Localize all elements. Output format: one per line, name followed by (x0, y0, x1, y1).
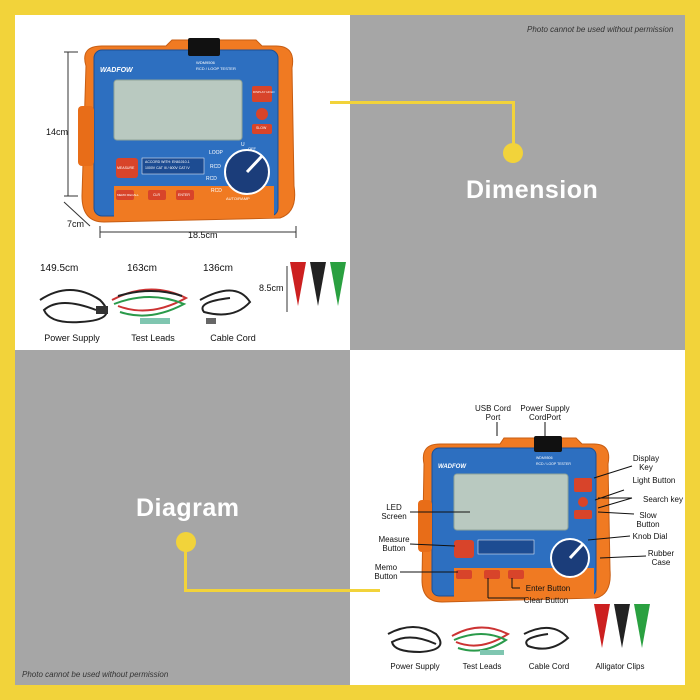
diagram-title-panel (15, 350, 350, 685)
callout-enter-button: Enter Button (525, 584, 571, 593)
alligator-clips-image (290, 262, 346, 306)
model-label-diagram: WDM9506 (536, 456, 553, 460)
callout-search-key: Search key (642, 495, 684, 504)
power-supply-image (39, 289, 108, 324)
enter-button-label: ENTER (178, 193, 190, 197)
callout-led-screen: LED Screen (381, 503, 407, 521)
cable-cord-length: 136cm (203, 263, 234, 274)
diagram-title: Diagram (136, 494, 240, 522)
callout-power-port: Power Supply CordPort (520, 404, 570, 422)
display-button-label: DISPLAY HOLD (253, 90, 275, 94)
dimension-title: Dimension (466, 176, 599, 204)
accord-line-2: 1000V CAT III / 600V CAT IV (145, 166, 190, 170)
test-leads-label-bottom: Test Leads (462, 662, 502, 671)
tester-device-diagram: WADFOW WDM9506 RCD / LOOP TESTER (416, 436, 614, 608)
brand-logo-diagram: WADFOW (438, 464, 466, 470)
tester-body (78, 38, 296, 223)
device-subtitle-diagram: RCD / LOOP TESTER (536, 462, 571, 466)
alligator-clips-image-bottom (594, 604, 650, 648)
tester-device-top: WADFOW WDM9506 RCD / LOOP TESTER MEASURE… (76, 36, 300, 230)
watermark-bottom: Photo cannot be used without permission (22, 670, 169, 679)
test-leads-image-bottom (451, 626, 511, 655)
callout-measure-button: Measure Button (378, 535, 410, 553)
cable-cord-label-bottom: Cable Cord (528, 662, 570, 671)
test-leads-length: 163cm (127, 263, 158, 274)
dial-u: U (241, 142, 245, 148)
accord-line-1: ACCORD WITH: EN61010-1 (145, 160, 190, 164)
callout-rubber-case: Rubber Case (647, 549, 675, 567)
height-dimension: 14cm (46, 127, 69, 137)
dimension-title-panel (350, 15, 685, 350)
watermark-top: Photo cannot be used without permission (527, 25, 674, 34)
clip-length: 8.5cm (259, 283, 284, 293)
test-leads-label: Test Leads (131, 333, 175, 343)
clr-button-label: CLR (153, 193, 161, 197)
device-subtitle: RCD / LOOP TESTER (196, 66, 236, 71)
callout-usb-port: USB Cord Port (474, 404, 511, 422)
cable-cord-image (199, 289, 252, 324)
dial-rcd-3: RCD (211, 188, 222, 194)
callout-memo-button: Memo Button (374, 563, 398, 581)
power-supply-image-bottom (387, 626, 442, 654)
callout-slow-button: Slow Button (636, 511, 660, 529)
measure-button-label: MEASURE (117, 166, 135, 170)
memo-button-label: MEMO RECALL (117, 193, 139, 197)
alligator-clips-label: Alligator Clips (595, 662, 645, 671)
cable-cord-image-bottom (523, 627, 570, 650)
power-supply-length: 149.5cm (40, 263, 79, 274)
cable-cord-label: Cable Cord (210, 333, 256, 343)
power-supply-label: Power Supply (44, 333, 100, 343)
dial-rcd-2: RCD (206, 176, 217, 182)
power-supply-label-bottom: Power Supply (390, 662, 440, 671)
brand-logo: WADFOW (100, 67, 133, 74)
dial-loop: LOOP (209, 150, 223, 156)
slow-button-label: SLOW (256, 126, 267, 130)
dial-off: OFF (248, 146, 256, 151)
callout-display-key: Display Key (632, 454, 660, 472)
depth-dimension: 7cm (67, 219, 85, 229)
callout-knob-dial: Knob Dial (632, 532, 668, 541)
tester-body-diagram (418, 436, 611, 603)
callout-light-button: Light Button (632, 476, 676, 485)
callout-clear-button: Clear Button (523, 596, 569, 605)
test-leads-image (111, 288, 189, 324)
model-label: WDM9506 (196, 60, 215, 65)
dial-auto: AUTO/RAMP (226, 196, 250, 201)
width-dimension: 18.5cm (188, 230, 218, 240)
dial-rcd-1: RCD (210, 164, 221, 170)
